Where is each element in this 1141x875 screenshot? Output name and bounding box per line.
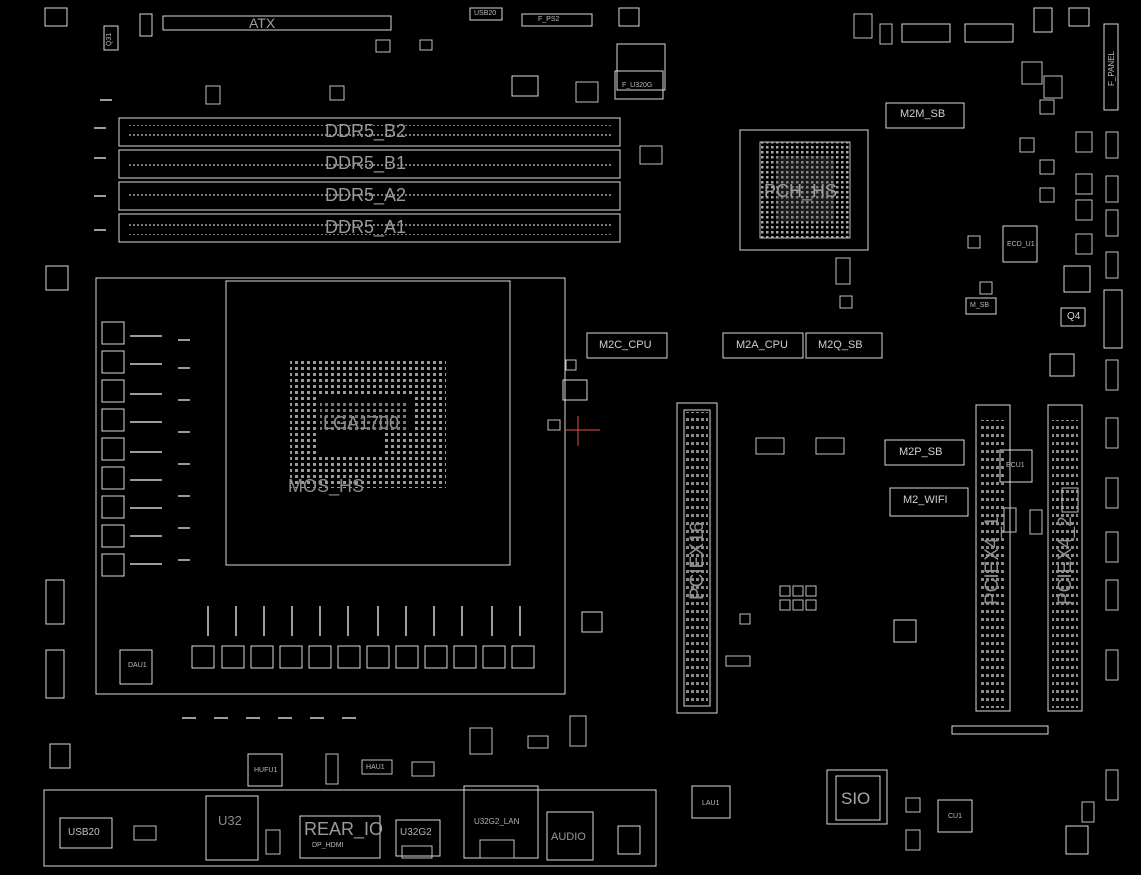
- m2m-sb-label: M2M_SB: [900, 108, 946, 120]
- rear-io-label: REAR_IO: [304, 819, 384, 839]
- dimm-label-b1: DDR5_B1: [325, 153, 407, 173]
- f-panel-label: F_PANEL: [1107, 51, 1116, 86]
- ecd-u1-label: ECD_U1: [1007, 241, 1035, 248]
- u32g2-label: U32G2: [400, 827, 432, 838]
- mos-heatsink-label: MOS_HS: [288, 476, 365, 496]
- sio-label: SIO: [841, 789, 871, 808]
- ecu1-label: ECU1: [1006, 462, 1025, 469]
- usb20-label: USB20: [68, 827, 100, 838]
- m2a-cpu-label: M2A_CPU: [736, 339, 788, 351]
- pcie-x4-2-label: PCIEX4_2: [1055, 516, 1076, 605]
- m2p-sb-label: M2P_SB: [899, 446, 943, 458]
- pcie-x16-label: PCIEX16: [687, 521, 708, 600]
- u32g2-lan-label: U32G2_LAN: [474, 817, 520, 826]
- m2q-sb-label: M2Q_SB: [818, 339, 863, 351]
- pch-heatsink-label: PCH_HS: [764, 181, 838, 201]
- q31-label: Q31: [106, 32, 113, 46]
- dp-hdmi-label: DP_HDMI: [312, 842, 344, 849]
- m2-wifi-label: M2_WIFI: [903, 494, 948, 506]
- m-sb-label: M_SB: [970, 302, 990, 309]
- hau1-label: HAU1: [366, 764, 385, 771]
- u32-label: U32: [218, 813, 242, 828]
- pcie-x4-1-label: PCIEX4_1: [982, 516, 1003, 605]
- atx-label: ATX: [249, 15, 276, 31]
- dau1-label: DAU1: [128, 662, 147, 669]
- hufu1-label: HUFU1: [254, 767, 278, 774]
- usb20-top-label: USB20: [474, 10, 497, 17]
- cpu-socket-label: LGA1700: [323, 413, 400, 433]
- q4-label: Q4: [1067, 311, 1081, 322]
- dimm-label-a2: DDR5_A2: [325, 185, 407, 205]
- dimm-label-b2: DDR5_B2: [325, 121, 407, 141]
- audio-label: AUDIO: [551, 831, 586, 843]
- f-u320g-label: F_U320G: [622, 82, 653, 89]
- m2c-cpu-label: M2C_CPU: [599, 339, 652, 351]
- f-ps2-label: F_PS2: [538, 16, 560, 23]
- lau1-label: LAU1: [702, 800, 720, 807]
- dimm-label-a1: DDR5_A1: [325, 217, 407, 237]
- cu1-label: CU1: [948, 813, 963, 820]
